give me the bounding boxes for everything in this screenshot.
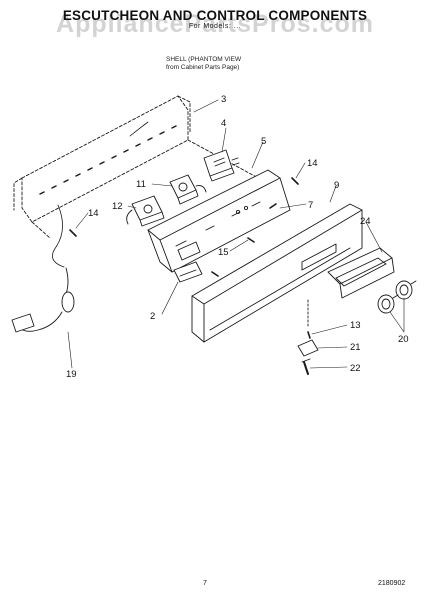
module-part-2	[173, 261, 203, 283]
callout-19: 19	[66, 369, 77, 380]
shell-note-line-2: from Cabinet Parts Page)	[166, 64, 240, 72]
shell-slots	[39, 121, 177, 195]
control-component-12	[126, 195, 165, 227]
overlay-part	[327, 247, 395, 299]
bracket-part	[147, 169, 291, 273]
callout-3: 3	[221, 94, 226, 105]
control-component-11	[169, 174, 207, 205]
callout-7: 7	[308, 200, 313, 211]
clip-and-screws	[297, 299, 319, 375]
leader-lines	[67, 99, 405, 369]
callout-14-right: 14	[307, 158, 318, 169]
page-number: 7	[203, 580, 207, 587]
callout-22: 22	[350, 363, 361, 374]
callout-14-left: 14	[88, 208, 99, 219]
callout-15: 15	[218, 247, 229, 258]
shell-wire-loop	[52, 204, 65, 268]
escutcheon-panel-part	[191, 203, 363, 343]
shell-note: SHELL (PHANTOM VIEW from Cabinet Parts P…	[166, 56, 241, 73]
callout-11: 11	[136, 179, 146, 190]
wire-harness-part	[11, 267, 75, 333]
callout-21: 21	[350, 342, 361, 353]
shell-note-line-1: SHELL (PHANTOM VIEW	[166, 56, 242, 63]
switch-part	[203, 149, 240, 182]
watermark: AppliancePartsPros.com	[56, 10, 374, 38]
callout-20: 20	[398, 334, 409, 345]
callout-13: 13	[350, 320, 361, 331]
document-code: 2180902	[378, 580, 406, 587]
callout-9: 9	[334, 180, 339, 191]
knob-parts	[377, 280, 417, 314]
callout-12: 12	[112, 201, 123, 212]
callout-4: 4	[221, 118, 226, 129]
callout-24: 24	[360, 216, 371, 227]
callout-2: 2	[150, 311, 155, 322]
callout-labels: 3 4 5 14 9 11 7 12 14 24 15 2 13 20 21 2…	[66, 94, 409, 380]
screw-parts	[69, 177, 299, 277]
page-subtitle: For Models: ...	[188, 23, 242, 30]
page-title: ESCUTCHEON AND CONTROL COMPONENTS	[62, 8, 368, 23]
callout-5: 5	[261, 136, 266, 147]
